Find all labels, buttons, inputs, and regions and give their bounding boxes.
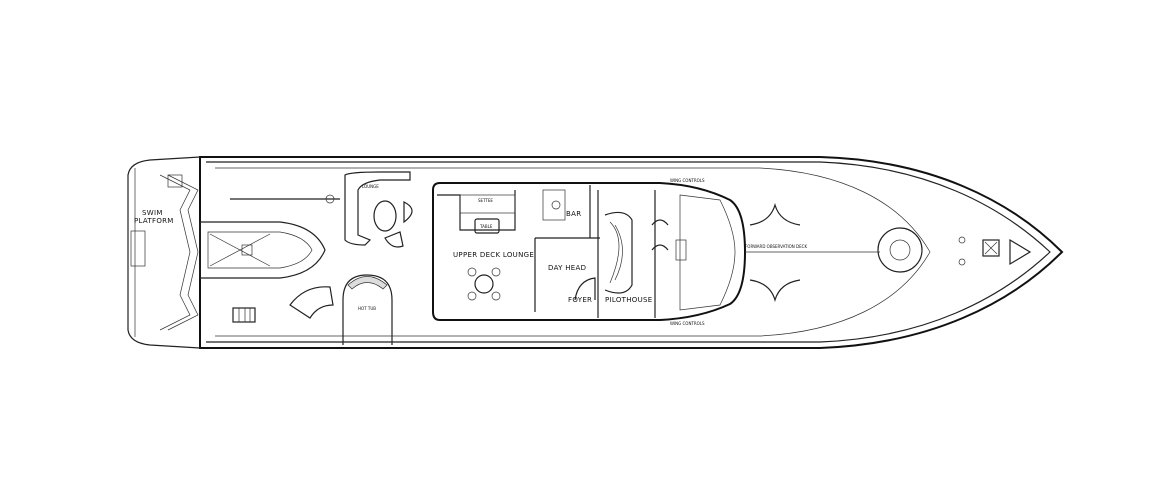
hot-tub: HOT TUB [342,274,393,345]
tender-boat [199,221,326,279]
label-swim: SWIM [142,209,163,217]
label-table: TABLE [479,224,493,229]
label-day-head: DAY HEAD [548,264,586,272]
anchor-windlass [982,239,1000,257]
deckhouse: SETTEE TABLE UPPER DECK LOUNGE BAR DAY H… [432,178,747,326]
label-settee: SETTEE [478,198,493,203]
label-wing-controls-top: WING CONTROLS [670,178,705,183]
label-foyer: FOYER [568,296,592,304]
label-upper-deck-lounge: UPPER DECK LOUNGE [453,251,534,259]
label-pilothouse: PILOTHOUSE [605,296,653,304]
label-wing-controls-bottom: WING CONTROLS [670,321,705,326]
aft-staircase [289,286,334,319]
swim-platform: SWIM PLATFORM [127,156,201,349]
hull-outline [199,156,1064,349]
bow-seating [877,227,923,273]
label-bar: BAR [566,210,581,218]
label-platform: PLATFORM [134,217,174,225]
label-forward-observation-deck: FORWARD OBSERVATION DECK [745,244,807,249]
label-lounge: LOUNGE [362,184,379,189]
label-hot-tub: HOT TUB [358,306,376,311]
aft-lounge: LOUNGE [344,171,413,248]
